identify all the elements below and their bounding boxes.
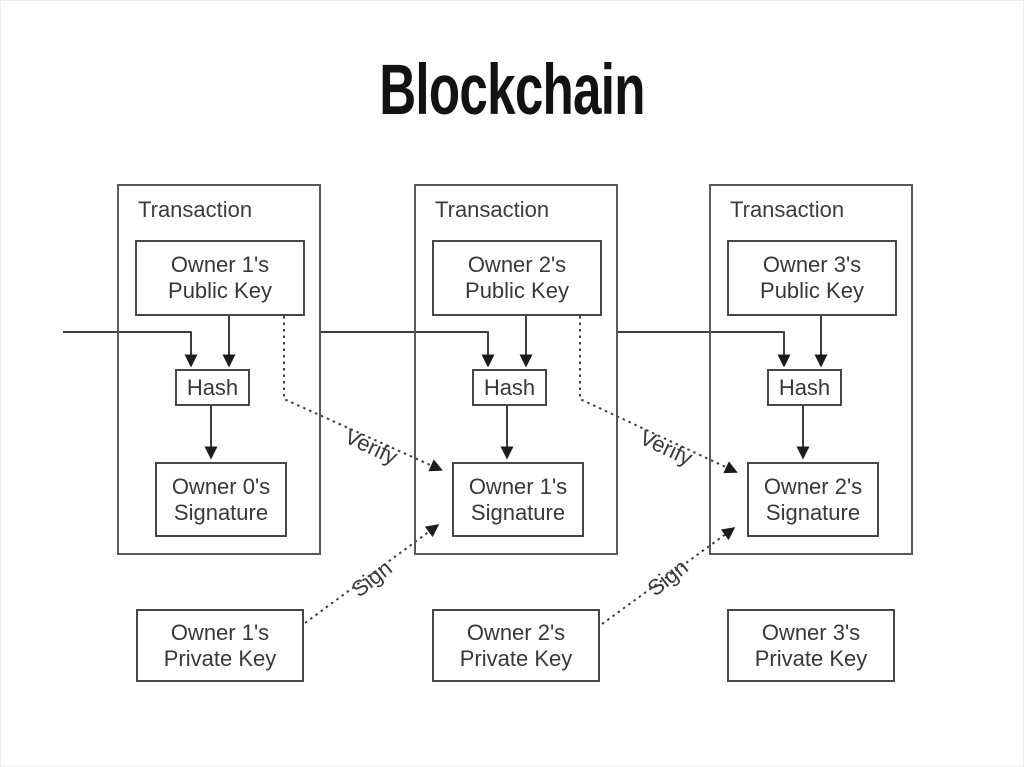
transaction-label: Transaction bbox=[138, 197, 253, 222]
hash-text: Hash bbox=[483, 375, 536, 400]
sign-label-1: Sign bbox=[346, 555, 397, 603]
private-key-text-line1: Owner 3's bbox=[761, 619, 861, 645]
private-key-box-3: Owner 3's Private Key bbox=[727, 609, 895, 682]
signature-box: Owner 0's Signature bbox=[155, 462, 287, 537]
private-key-box-2: Owner 2's Private Key bbox=[432, 609, 600, 682]
signature-text-line1: Owner 0's bbox=[171, 473, 271, 499]
hash-box: Hash bbox=[472, 369, 547, 406]
signature-text-line1: Owner 1's bbox=[468, 473, 568, 499]
signature-text-line2: Signature bbox=[765, 499, 861, 525]
private-key-text-line2: Private Key bbox=[459, 645, 573, 671]
signature-box: Owner 2's Signature bbox=[747, 462, 879, 537]
sign-label-2: Sign bbox=[642, 554, 693, 602]
private-key-text-line2: Private Key bbox=[163, 645, 277, 671]
public-key-box: Owner 2's Public Key bbox=[432, 240, 602, 316]
private-key-text-line1: Owner 2's bbox=[466, 619, 566, 645]
hash-box: Hash bbox=[767, 369, 842, 406]
public-key-box: Owner 1's Public Key bbox=[135, 240, 305, 316]
transaction-label: Transaction bbox=[730, 197, 845, 222]
public-key-text-line2: Public Key bbox=[760, 278, 864, 303]
private-key-text-line2: Private Key bbox=[754, 645, 868, 671]
signature-text-line1: Owner 2's bbox=[763, 473, 863, 499]
transaction-block-1: Transaction Owner 1's Public Key Hash Ow… bbox=[117, 184, 321, 555]
public-key-text-line1: Owner 3's bbox=[762, 252, 862, 277]
signature-box: Owner 1's Signature bbox=[452, 462, 584, 537]
verify-label-1: Verify bbox=[340, 423, 402, 470]
public-key-box: Owner 3's Public Key bbox=[727, 240, 897, 316]
public-key-text-line1: Owner 2's bbox=[467, 252, 567, 277]
page-title: Blockchain bbox=[379, 51, 645, 130]
transaction-block-3: Transaction Owner 3's Public Key Hash Ow… bbox=[709, 184, 913, 555]
hash-box: Hash bbox=[175, 369, 250, 406]
private-key-box-1: Owner 1's Private Key bbox=[136, 609, 304, 682]
transaction-label: Transaction bbox=[435, 197, 550, 222]
public-key-text-line2: Public Key bbox=[168, 278, 272, 303]
signature-text-line2: Signature bbox=[470, 499, 566, 525]
transaction-block-2: Transaction Owner 2's Public Key Hash Ow… bbox=[414, 184, 618, 555]
hash-text: Hash bbox=[778, 375, 831, 400]
signature-text-line2: Signature bbox=[173, 499, 269, 525]
public-key-text-line1: Owner 1's bbox=[170, 252, 270, 277]
hash-text: Hash bbox=[186, 375, 239, 400]
private-key-text-line1: Owner 1's bbox=[170, 619, 270, 645]
verify-label-2: Verify bbox=[635, 424, 697, 471]
public-key-text-line2: Public Key bbox=[465, 278, 569, 303]
